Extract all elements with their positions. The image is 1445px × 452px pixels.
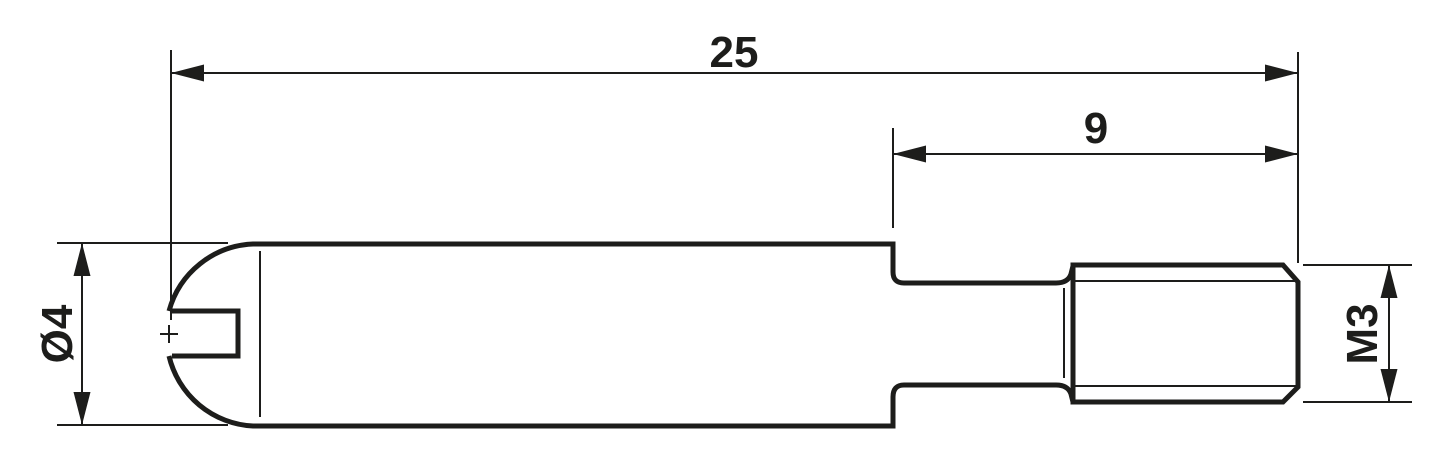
body-bottom-profile bbox=[166, 355, 1076, 429]
center-mark bbox=[160, 325, 178, 343]
arrowhead-down-icon bbox=[73, 392, 91, 425]
screw-slot bbox=[172, 308, 241, 359]
dimension-thread-section-length: 9 bbox=[892, 104, 1298, 228]
arrowhead-left-icon bbox=[893, 145, 926, 163]
part-outline bbox=[160, 241, 1301, 429]
arrowhead-up-icon bbox=[1380, 265, 1398, 298]
arrowhead-down-icon bbox=[1380, 369, 1398, 402]
dim-label-thread-section-length: 9 bbox=[1084, 104, 1108, 153]
dimension-overall-length: 25 bbox=[170, 28, 1299, 320]
dimension-body-diameter: Ø4 bbox=[33, 242, 228, 426]
thread-section-outline bbox=[1070, 262, 1301, 405]
arrowhead-right-icon bbox=[1265, 64, 1298, 82]
dimension-thread-size: M3 bbox=[1303, 264, 1412, 403]
body-top-profile bbox=[166, 241, 1076, 312]
arrowhead-up-icon bbox=[73, 243, 91, 276]
dim-label-thread-size: M3 bbox=[1338, 303, 1387, 364]
dim-label-body-diameter: Ø4 bbox=[33, 304, 82, 363]
arrowhead-right-icon bbox=[1265, 145, 1298, 163]
arrowhead-left-icon bbox=[171, 64, 204, 82]
dim-label-overall-length: 25 bbox=[710, 28, 759, 77]
